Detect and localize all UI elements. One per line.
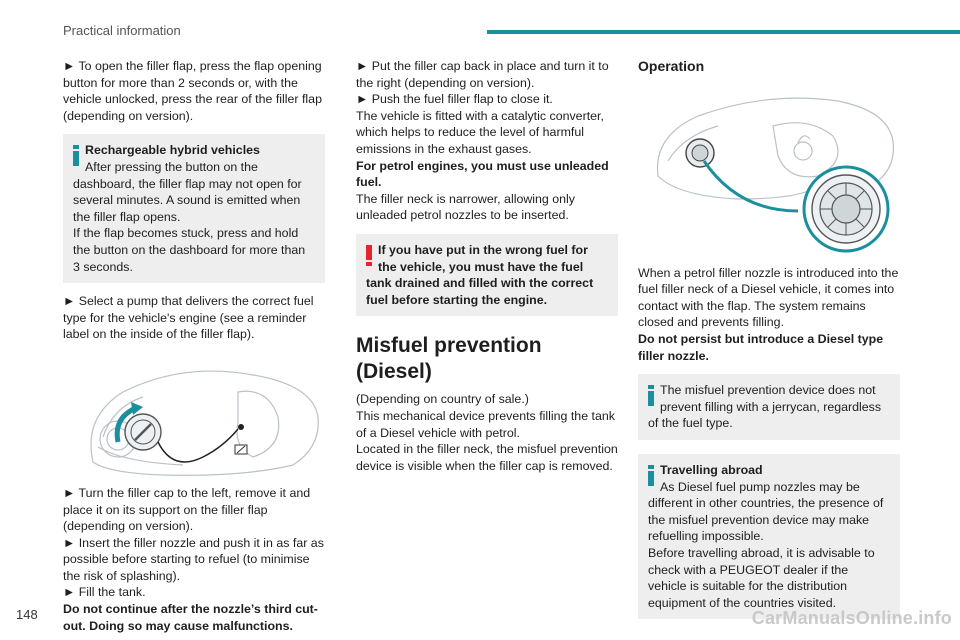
warning-box-wrong-fuel: If you have put in the wrong fuel for th… [356,233,618,317]
misfuel-location: Located in the filler neck, the misfuel … [356,442,618,473]
header-accent-bar [487,30,960,34]
info-icon [648,385,654,407]
instruction-replace-cap: ► Put the filler cap back in place and t… [356,59,609,90]
warning-line-a: If you have put in the wrong fuel for [378,242,588,257]
column-2: ► Put the filler cap back in place and t… [356,58,618,474]
unleaded-fuel-note: For petrol engines, you must use unleade… [356,158,609,190]
filler-cap-illustration [63,347,325,485]
info-box-title: Rechargeable hybrid vehicles [85,143,260,158]
warning-third-cutout: Do not continue after the nozzle’s third… [63,602,318,633]
misfuel-description: This mechanical device prevents filling … [356,408,615,440]
operation-description: When a petrol filler nozzle is introduce… [638,265,899,330]
page-header-title: Practical information [63,23,181,38]
watermark-logo: CarManualsOnline.info [751,608,952,628]
column-3: Operation [638,58,900,620]
info-box-text-2c: 3 seconds. [73,259,133,274]
info-box-title: Travelling abroad [660,462,763,477]
section-title-operation: Operation [638,58,705,74]
instruction-insert-nozzle: ► Insert the filler nozzle and push it i… [63,535,324,583]
info-box-travelling-abroad: Travelling abroad As Diesel fuel pump no… [638,453,900,620]
catalytic-converter-text: The vehicle is fitted with a catalytic c… [356,108,604,156]
operation-instruction: Do not persist but introduce a Diesel ty… [638,331,884,363]
info-box-line: After pressing the button on the [85,159,258,174]
instruction-close-flap: ► Push the fuel filler flap to close it. [356,92,553,107]
info-box-text: dashboard, the filler flap may not open … [73,176,302,224]
info-box-line-a: The misfuel prevention device does not [660,383,876,398]
info-box-line-b: prevent filling with a jerrycan, regardl… [660,399,882,414]
info-icon [648,464,654,486]
section-title-misfuel: Misfuel prevention (Diesel) [356,334,542,384]
instruction-select-pump: ► Select a pump that delivers the correc… [63,294,314,342]
country-of-sale-note: (Depending on country of sale.) [356,392,529,407]
misfuel-device-illustration [638,81,900,253]
info-icon [73,145,79,167]
column-1: ► To open the filler flap, press the fla… [63,58,325,634]
info-box-hybrid: Rechargeable hybrid vehicles After press… [63,134,325,284]
info-box-text: of the fuel type. [648,416,733,431]
warning-icon [366,244,372,266]
info-box-text-2b: the button on the dashboard for more tha… [73,242,306,257]
instruction-turn-cap: ► Turn the filler cap to the left, remov… [63,485,311,534]
info-box-jerrycan: The misfuel prevention device does not p… [638,374,900,440]
filler-neck-text: The filler neck is narrower, allowing on… [356,191,575,223]
info-box-text-2a: If the flap becomes stuck, press and hol… [73,226,299,241]
info-box-line: As Diesel fuel pump nozzles may be [660,479,860,494]
page-number: 148 [16,607,38,622]
warning-line-b: the vehicle, you must have the fuel [378,259,584,274]
info-box-text: different in other countries, the presen… [648,496,884,544]
instruction-open-flap: ► To open the filler flap, press the fla… [63,59,322,123]
warning-text: tank drained and filled with the correct… [366,276,594,307]
instruction-fill-tank: ► Fill the tank. [63,585,146,600]
info-box-text-2: Before travelling abroad, it is advisabl… [648,545,875,610]
